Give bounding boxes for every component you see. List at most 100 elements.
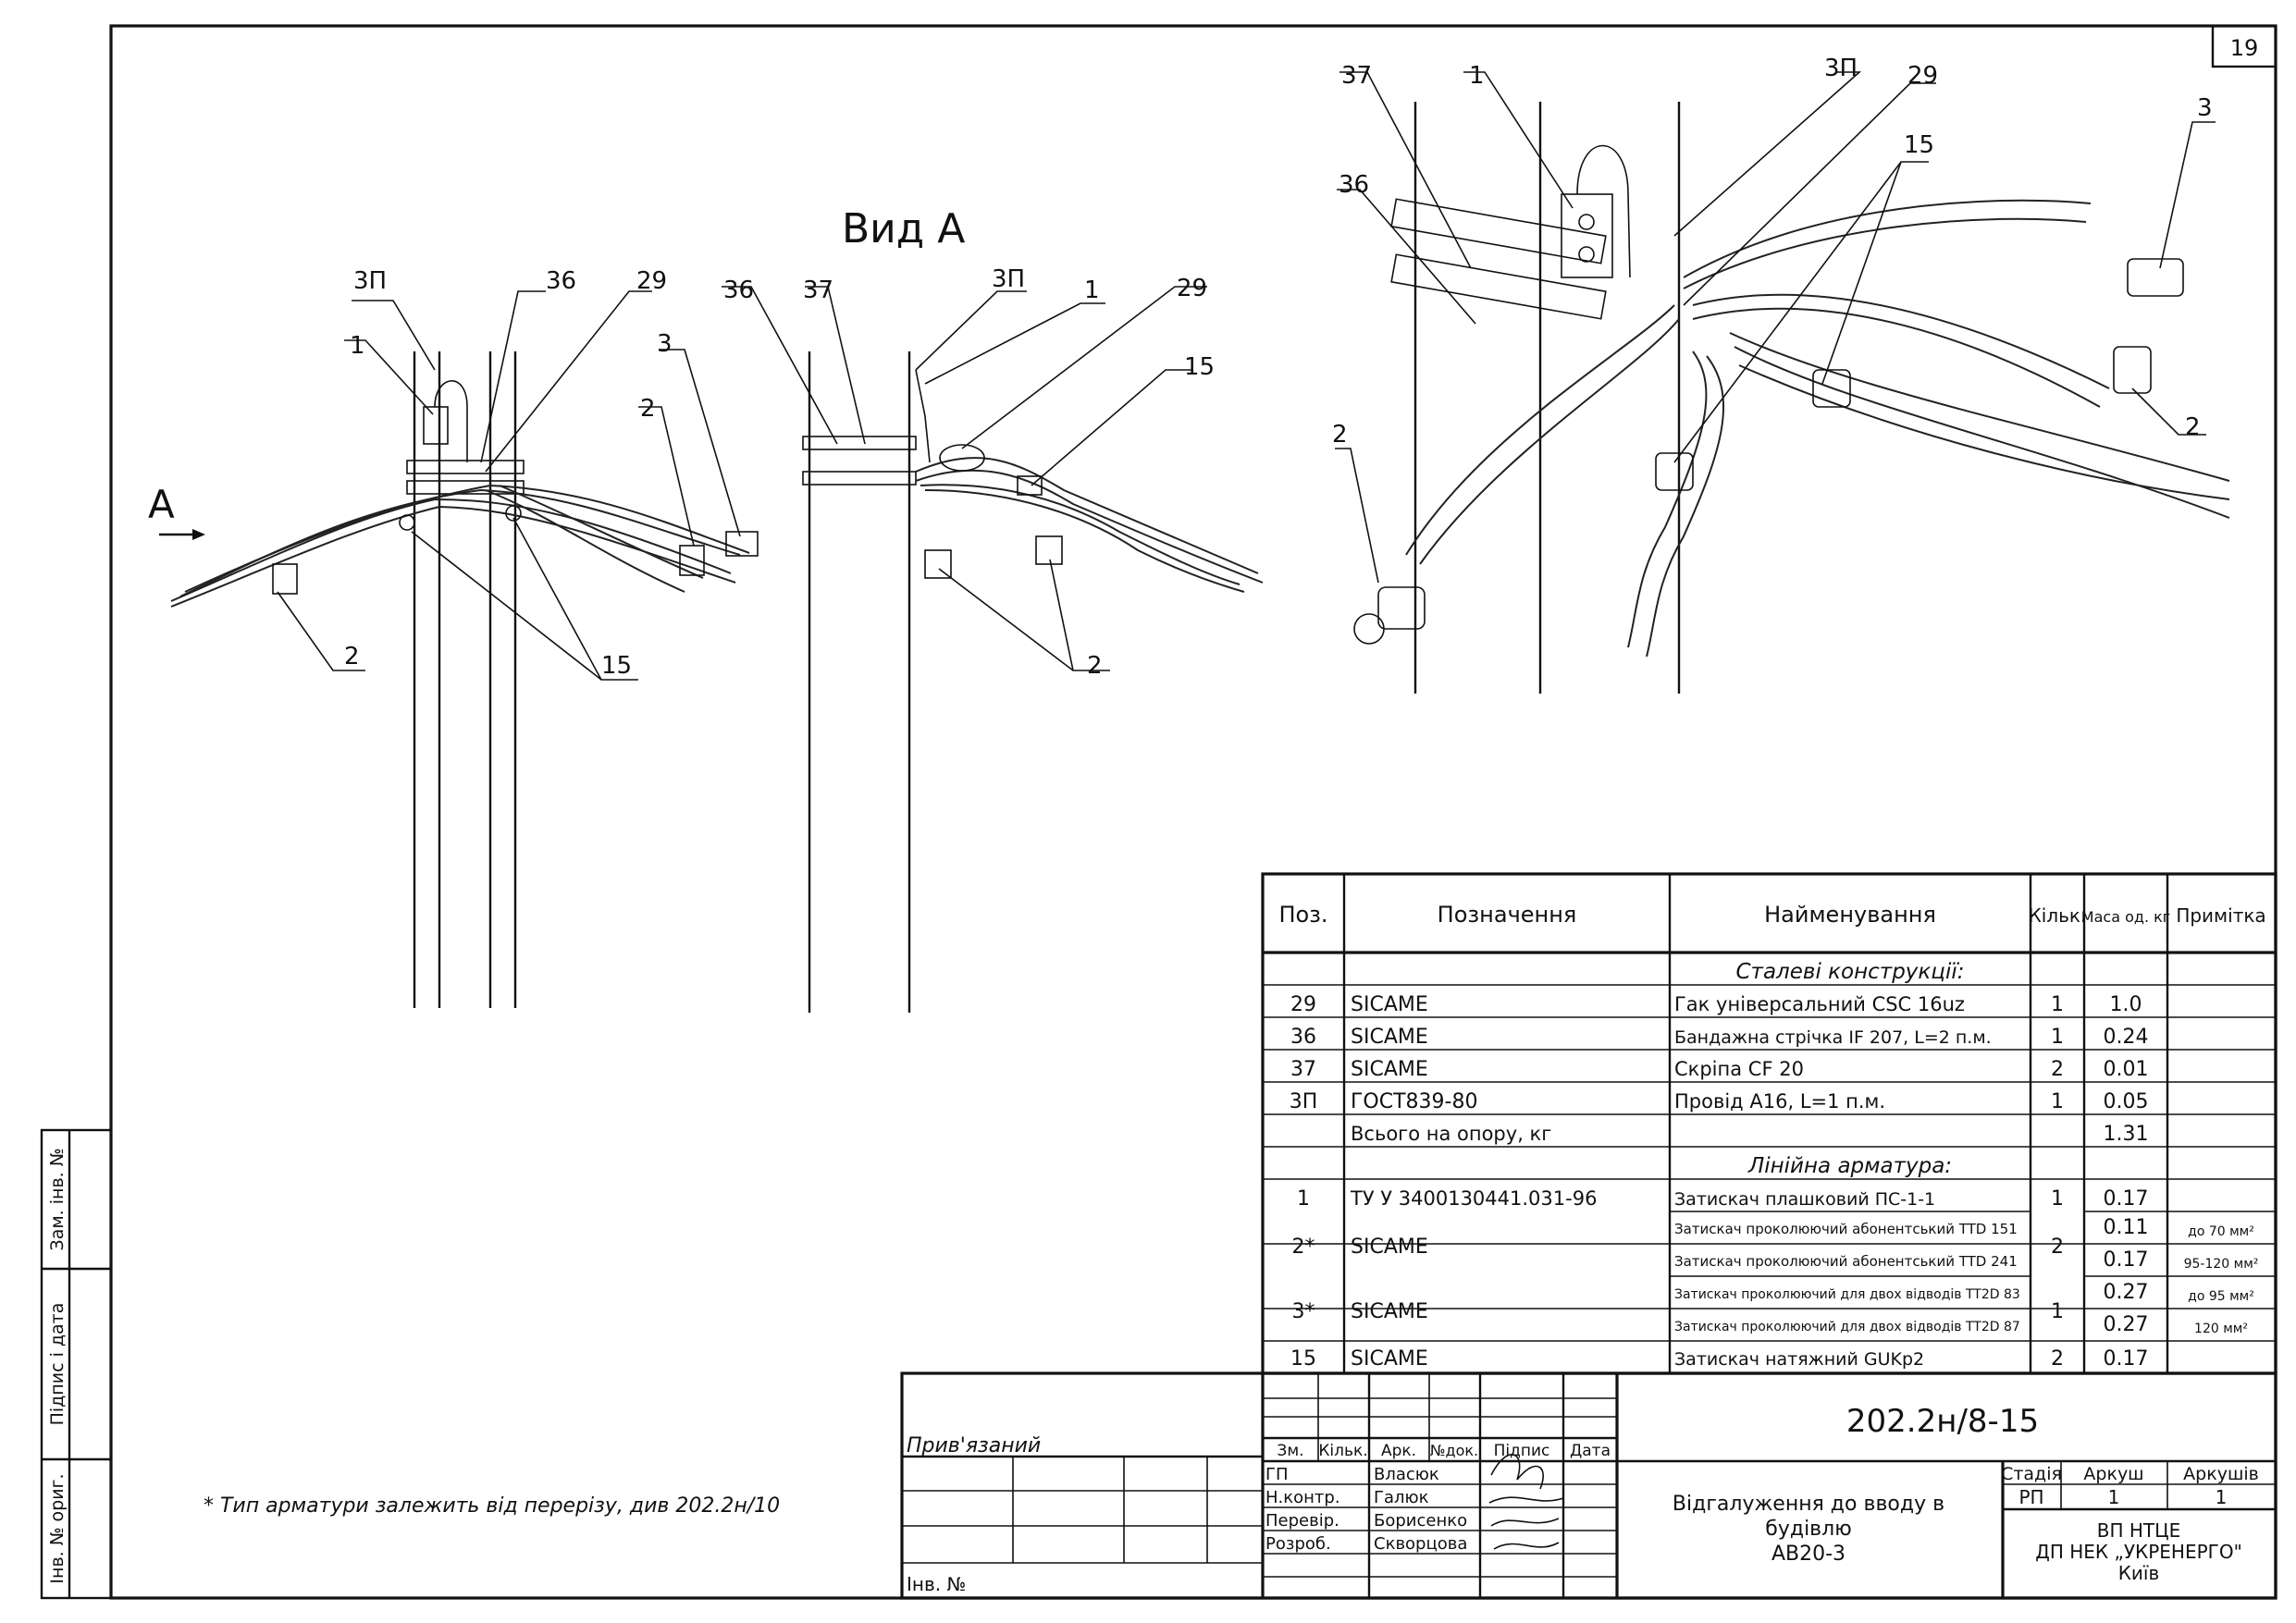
side-stamp: Зам. інв. № Підпис і дата Інв. № ориг.: [40, 1128, 113, 1600]
svg-text:Бандажна стрічка IF 207, L=2 п: Бандажна стрічка IF 207, L=2 п.м.: [1674, 1027, 1992, 1048]
tb-sheet-label: Аркуш: [2083, 1464, 2143, 1484]
svg-text:SICAME: SICAME: [1351, 993, 1428, 1016]
spec-header-qty: Кільк.: [2029, 904, 2087, 927]
doc-title-line: Відгалуження до вводу в: [1673, 1493, 1944, 1516]
svg-text:1.0: 1.0: [2110, 993, 2142, 1016]
view-arrow-label: А: [148, 482, 175, 527]
callout-label: 29: [1177, 275, 1207, 302]
svg-text:2: 2: [2051, 1058, 2064, 1081]
callout-label: 3П: [1824, 55, 1858, 82]
svg-text:Скріпа CF 20: Скріпа CF 20: [1674, 1058, 1804, 1080]
tb-inv-no: Інв. №: [907, 1573, 966, 1595]
tb-org: Київ: [2118, 1562, 2160, 1584]
svg-text:Затискач проколюючий для двох: Затискач проколюючий для двох відводів T…: [1674, 1320, 2020, 1334]
double-clamp-icon: [725, 531, 759, 557]
clamp-ps-icon: [1561, 193, 1613, 278]
spec-row: 36 SICAME Бандажна стрічка IF 207, L=2 п…: [1290, 1026, 2148, 1049]
svg-text:0.27: 0.27: [2104, 1281, 2149, 1304]
callout-label: 3П: [992, 265, 1025, 293]
svg-text:Арк.: Арк.: [1381, 1442, 1416, 1460]
svg-text:1: 1: [2051, 1187, 2064, 1211]
tb-stage: РП: [2018, 1486, 2043, 1508]
svg-text:36: 36: [1290, 1026, 1316, 1049]
tb-role: Розроб.: [1265, 1534, 1331, 1554]
double-clamp-icon: [2127, 258, 2184, 297]
sheet-number-box: [2211, 24, 2277, 68]
svg-text:1: 1: [1297, 1187, 1310, 1211]
svg-text:3П: 3П: [1290, 1090, 1318, 1113]
svg-text:2*: 2*: [1292, 1236, 1315, 1259]
svg-text:до 70 мм²: до 70 мм²: [2188, 1224, 2254, 1239]
callout-label: 15: [1904, 131, 1934, 159]
callout-label: 15: [1184, 353, 1215, 381]
doc-code: 202.2н/8-15: [1846, 1403, 2039, 1440]
svg-text:SICAME: SICAME: [1351, 1058, 1428, 1081]
svg-text:Затискач плашковий ПС-1-1: Затискач плашковий ПС-1-1: [1674, 1189, 1935, 1210]
spec-row: 2* SICAME Затискач проколюючий абонентсь…: [1292, 1216, 2259, 1272]
svg-text:Затискач проколюючий абонентсь: Затискач проколюючий абонентський TTD 24…: [1674, 1253, 2018, 1270]
piercing-clamp-icon: [2113, 346, 2152, 394]
svg-text:SICAME: SICAME: [1351, 1236, 1428, 1259]
callout-label: 3П: [353, 267, 387, 295]
svg-text:Всього на опору, кг: Всього на опору, кг: [1351, 1123, 1551, 1145]
svg-text:№док.: №док.: [1430, 1442, 1478, 1459]
spec-total-row: Всього на опору, кг 1.31: [1351, 1123, 2148, 1146]
side-stamp-signature-date: Підпис і дата: [47, 1303, 68, 1426]
tb-person: Власюк: [1374, 1465, 1439, 1484]
svg-text:Гак універсальний CSC 16uz: Гак універсальний CSC 16uz: [1674, 993, 1965, 1015]
piercing-clamp-icon: [272, 563, 298, 595]
svg-text:1: 1: [2051, 1026, 2064, 1049]
footnote: * Тип арматури залежить від перерізу, ди…: [204, 1494, 780, 1518]
svg-text:Провід А16, L=1 п.м.: Провід А16, L=1 п.м.: [1674, 1090, 1885, 1113]
spec-header-name: Найменування: [1764, 902, 1936, 928]
callout-label: 2: [640, 395, 656, 423]
svg-text:ТУ У 3400130441.031-96: ТУ У 3400130441.031-96: [1350, 1187, 1597, 1210]
svg-text:SICAME: SICAME: [1351, 1347, 1428, 1371]
svg-text:120 мм²: 120 мм²: [2194, 1322, 2248, 1336]
svg-text:Зм.: Зм.: [1277, 1442, 1303, 1460]
callout-label: 37: [803, 277, 833, 304]
tb-stage-label: Стадія: [2001, 1464, 2062, 1484]
title-block: Прив'язаний Інв. № Зм. Кільк. Арк. №док.…: [900, 1371, 2277, 1600]
callout-label: 37: [1341, 62, 1372, 90]
doc-title-line: будівлю: [1765, 1518, 1851, 1541]
svg-text:SICAME: SICAME: [1351, 1026, 1428, 1049]
svg-text:29: 29: [1290, 993, 1316, 1016]
middle-view: 36 37 3П 1 29 15 2: [722, 265, 1264, 1013]
svg-text:2: 2: [2051, 1236, 2064, 1259]
spec-row: 37 SICAME Скріпа CF 20 2 0.01: [1290, 1058, 2148, 1081]
spec-header-note: Примітка: [2176, 904, 2265, 927]
tb-sheets-label: Аркушів: [2183, 1464, 2259, 1484]
spec-row: 29 SICAME Гак універсальний CSC 16uz 1 1…: [1290, 993, 2142, 1016]
svg-text:SICAME: SICAME: [1351, 1300, 1428, 1323]
callout-label: 2: [1332, 421, 1348, 449]
svg-text:3*: 3*: [1292, 1300, 1315, 1323]
tb-privyazaniy: Прив'язаний: [907, 1434, 1041, 1457]
callout-label: 29: [636, 267, 667, 295]
svg-text:0.24: 0.24: [2104, 1026, 2149, 1049]
clamp-ps-icon: [423, 406, 449, 445]
left-view: А 3П 36: [148, 267, 759, 1008]
tb-org: ДП НЕК „УКРЕНЕРГО": [2035, 1541, 2242, 1563]
tb-sheets: 1: [2216, 1486, 2228, 1508]
spec-header-mass: Маса од. кг: [2081, 908, 2170, 926]
svg-text:Затискач натяжний GUKp2: Затискач натяжний GUKp2: [1674, 1349, 1924, 1370]
tb-sheet: 1: [2108, 1486, 2120, 1508]
svg-text:1: 1: [2051, 993, 2064, 1016]
callout-label: 1: [350, 332, 365, 360]
spec-header-designation: Позначення: [1438, 902, 1577, 928]
spec-row: 3* SICAME Затискач проколюючий для двох …: [1292, 1281, 2254, 1336]
tb-role: ГП: [1265, 1465, 1289, 1484]
tb-person: Борисенко: [1374, 1511, 1467, 1531]
callout-label: 3: [2197, 94, 2213, 122]
svg-text:0.05: 0.05: [2104, 1090, 2149, 1113]
svg-text:15: 15: [1290, 1347, 1316, 1371]
spec-row: 3П ГОСТ839-80 Провід А16, L=1 п.м. 1 0.0…: [1290, 1090, 2149, 1113]
spec-section-fittings: Лінійна арматура:: [1747, 1154, 1952, 1178]
svg-text:0.01: 0.01: [2104, 1058, 2149, 1081]
callout-label: 1: [1084, 277, 1100, 304]
right-detail-view: 37 1 3П 29 36 15 3 2 2: [1332, 55, 2230, 694]
svg-text:37: 37: [1290, 1058, 1316, 1081]
callout-label: 29: [1907, 62, 1938, 90]
doc-title-line: АВ20-3: [1771, 1543, 1845, 1566]
